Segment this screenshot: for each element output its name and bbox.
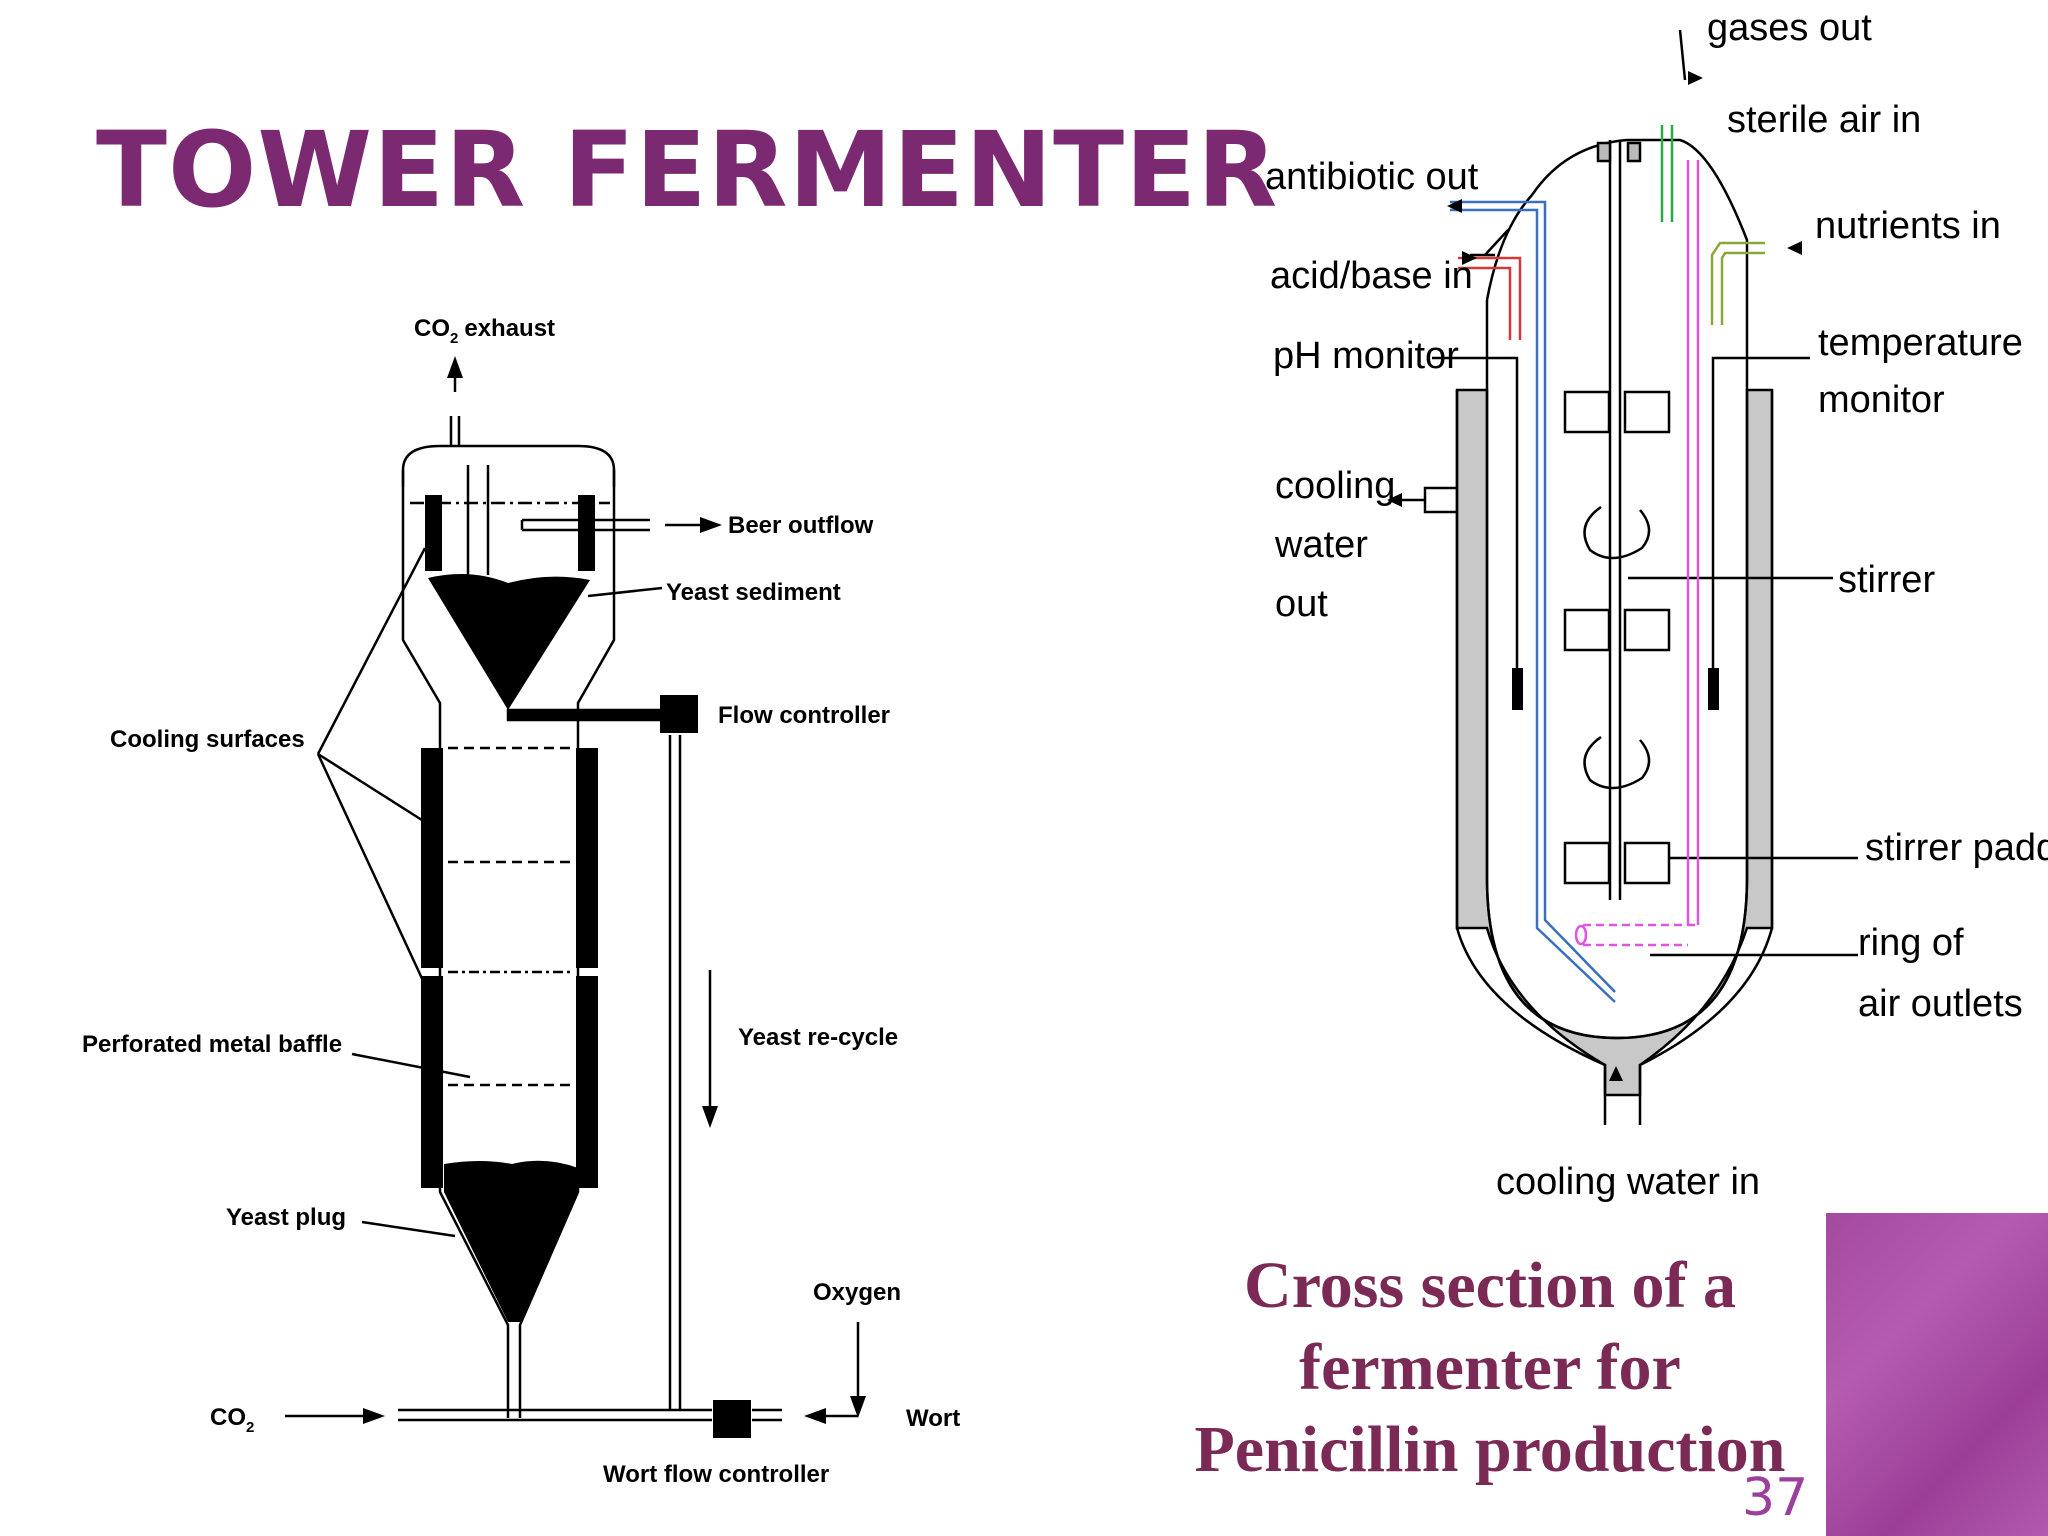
gases-out-label: gases out: [1707, 7, 1872, 49]
beer-outflow-label: Beer outflow: [728, 512, 874, 539]
cooling-jacket: [1455, 388, 1774, 1097]
yeast-sediment-label: Yeast sediment: [666, 579, 841, 606]
caption-line-3: Penicillin production: [1194, 1413, 1786, 1486]
oxygen-label: Oxygen: [813, 1279, 901, 1306]
air-ring: [1583, 923, 1698, 947]
cooling-water-out-label-1: cooling: [1275, 465, 1395, 507]
gases-out-line: [1660, 125, 1674, 222]
wort-flow-controller-label: Wort flow controller: [603, 1461, 829, 1488]
stirrer-label: stirrer: [1838, 559, 1935, 601]
antibiotic-out-label: antibiotic out: [1265, 156, 1479, 198]
antibiotic-line: [1450, 200, 1616, 1003]
stirrer-paddle-label: stirrer paddle: [1865, 827, 2048, 869]
sterile-air-in-label: sterile air in: [1727, 99, 1921, 141]
page-number: 37: [1742, 1468, 1809, 1528]
nutrients-line: [1710, 241, 1765, 325]
co2-inlet-label: CO2: [210, 1404, 254, 1436]
flow-controller-label: Flow controller: [718, 702, 890, 729]
cooling-surfaces-label: Cooling surfaces: [110, 726, 305, 753]
corner-decoration: [1826, 1213, 2048, 1536]
wort-label: Wort: [906, 1405, 960, 1432]
caption-line-2: fermenter for: [1299, 1331, 1681, 1404]
ring-of-air-outlets-label-1: ring of: [1858, 922, 1964, 964]
perforated-baffle-label: Perforated metal baffle: [82, 1031, 342, 1058]
cooling-water-out-label-2: water: [1274, 524, 1368, 566]
cooling-water-out-label-3: out: [1275, 583, 1328, 625]
yeast-recycle-label: Yeast re-cycle: [738, 1024, 898, 1051]
yeast-plug-label: Yeast plug: [226, 1204, 346, 1231]
diagram-caption: Cross section of a fermenter for Penicil…: [1170, 1245, 1810, 1491]
caption-line-1: Cross section of a: [1244, 1249, 1736, 1322]
nutrients-in-label: nutrients in: [1815, 205, 2001, 247]
acid-base-line: [1458, 256, 1522, 340]
temperature-monitor-label-2: monitor: [1818, 379, 1945, 421]
sterile-air-line: [1686, 160, 1700, 925]
temperature-monitor-label-1: temperature: [1818, 322, 2023, 364]
ph-monitor-label: pH monitor: [1273, 335, 1459, 377]
slide-title: TOWER FERMENTER: [96, 109, 1279, 231]
cooling-water-in-label: cooling water in: [1496, 1161, 1760, 1203]
acid-base-in-label: acid/base in: [1270, 255, 1473, 297]
ring-of-air-outlets-label-2: air outlets: [1858, 983, 2023, 1025]
